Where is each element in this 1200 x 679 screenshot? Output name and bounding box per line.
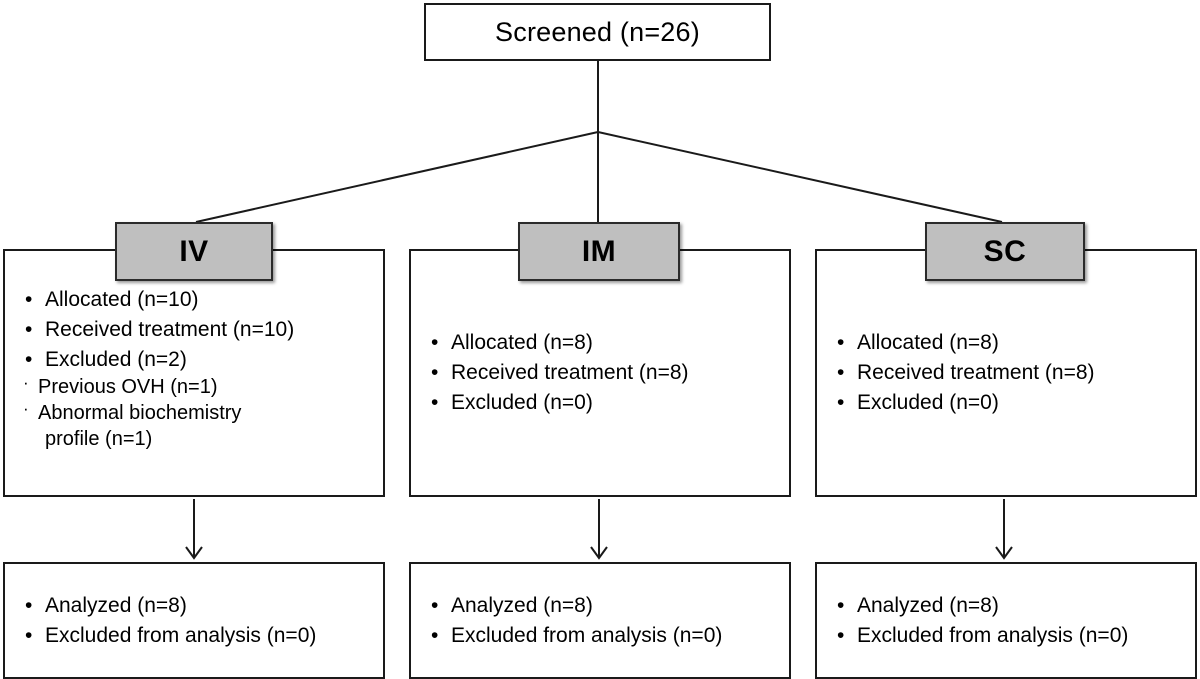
list-item: • Received treatment (n=10) bbox=[23, 315, 373, 345]
allocation-box-sc: • Allocated (n=8) • Received treatment (… bbox=[815, 249, 1197, 497]
list-item-text: Analyzed (n=8) bbox=[857, 593, 999, 617]
list-item-text: Excluded (n=0) bbox=[857, 390, 999, 414]
list-item-text: Received treatment (n=10) bbox=[45, 317, 295, 341]
list-item-text: Received treatment (n=8) bbox=[857, 361, 1095, 385]
list-item: • Analyzed (n=8) bbox=[429, 591, 779, 621]
bullet-icon: • bbox=[837, 361, 845, 385]
list-item: • Excluded from analysis (n=0) bbox=[835, 621, 1185, 651]
bullet-icon: • bbox=[25, 317, 33, 341]
allocation-list-im: • Allocated (n=8) • Received treatment (… bbox=[411, 328, 789, 417]
group-header-label-sc: SC bbox=[983, 234, 1027, 268]
group-header-sc: SC bbox=[925, 222, 1085, 281]
list-item-text: Analyzed (n=8) bbox=[45, 593, 187, 617]
list-item: • Allocated (n=10) bbox=[23, 285, 373, 315]
list-item: • Excluded from analysis (n=0) bbox=[23, 621, 373, 651]
bullet-icon: • bbox=[837, 623, 845, 647]
bullet-icon: • bbox=[431, 593, 439, 617]
list-item-text: Allocated (n=8) bbox=[451, 331, 593, 355]
allocation-list-sc: • Allocated (n=8) • Received treatment (… bbox=[817, 328, 1195, 417]
connector-branch-sc bbox=[597, 131, 1003, 223]
list-item: • Received treatment (n=8) bbox=[429, 358, 779, 388]
analysis-box-iv: • Analyzed (n=8) • Excluded from analysi… bbox=[3, 562, 385, 679]
list-item: • Excluded (n=2) bbox=[23, 345, 373, 375]
list-item-text: Allocated (n=8) bbox=[857, 331, 999, 355]
bullet-icon: • bbox=[25, 593, 33, 617]
allocation-box-iv: • Allocated (n=10) • Received treatment … bbox=[3, 249, 385, 497]
sub-list-item-text: Abnormal biochemistry bbox=[38, 402, 242, 425]
sub-bullet-icon: · bbox=[23, 399, 29, 419]
list-item-text: Analyzed (n=8) bbox=[451, 593, 593, 617]
analysis-box-im: • Analyzed (n=8) • Excluded from analysi… bbox=[409, 562, 791, 679]
screened-box: Screened (n=26) bbox=[424, 3, 771, 61]
list-item-text: Excluded (n=2) bbox=[45, 347, 187, 371]
group-header-im: IM bbox=[518, 222, 680, 281]
screened-label: Screened (n=26) bbox=[495, 16, 700, 47]
list-item-text: Excluded from analysis (n=0) bbox=[451, 623, 723, 647]
list-item-text: Allocated (n=10) bbox=[45, 288, 199, 311]
bullet-icon: • bbox=[25, 623, 33, 647]
group-header-iv: IV bbox=[115, 222, 273, 281]
list-item: • Analyzed (n=8) bbox=[23, 591, 373, 621]
bullet-icon: • bbox=[431, 623, 439, 647]
list-item: • Allocated (n=8) bbox=[835, 328, 1185, 358]
group-header-label-iv: IV bbox=[179, 234, 209, 268]
sub-bullet-icon: · bbox=[23, 373, 29, 393]
list-item-text: Received treatment (n=8) bbox=[451, 361, 689, 385]
sub-list-item-text-wrap: profile (n=1) bbox=[45, 428, 153, 451]
list-item: • Excluded from analysis (n=0) bbox=[429, 621, 779, 651]
bullet-icon: • bbox=[431, 361, 439, 385]
connector-branch-iv bbox=[195, 131, 599, 223]
bullet-icon: • bbox=[837, 331, 845, 355]
list-item: • Excluded (n=0) bbox=[835, 388, 1185, 418]
analysis-list-sc: • Analyzed (n=8) • Excluded from analysi… bbox=[817, 591, 1195, 651]
bullet-icon: • bbox=[431, 331, 439, 355]
bullet-icon: • bbox=[431, 390, 439, 414]
list-item-text: Excluded from analysis (n=0) bbox=[45, 623, 317, 647]
list-item: • Received treatment (n=8) bbox=[835, 358, 1185, 388]
exclusion-sublist-iv: · Previous OVH (n=1) · Abnormal biochemi… bbox=[5, 373, 383, 452]
sub-list-item: · Previous OVH (n=1) bbox=[23, 373, 383, 400]
list-item-text: Excluded from analysis (n=0) bbox=[857, 623, 1129, 647]
bullet-icon: • bbox=[837, 593, 845, 617]
bullet-icon: • bbox=[837, 390, 845, 414]
allocation-box-im: • Allocated (n=8) • Received treatment (… bbox=[409, 249, 791, 497]
list-item-text: Excluded (n=0) bbox=[451, 390, 593, 414]
analysis-list-im: • Analyzed (n=8) • Excluded from analysi… bbox=[411, 591, 789, 651]
group-header-label-im: IM bbox=[581, 234, 617, 268]
analysis-box-sc: • Analyzed (n=8) • Excluded from analysi… bbox=[815, 562, 1197, 679]
bullet-icon: • bbox=[25, 288, 33, 311]
allocation-list-iv: • Allocated (n=10) • Received treatment … bbox=[5, 285, 383, 374]
list-item: • Excluded (n=0) bbox=[429, 388, 779, 418]
arrow-sc bbox=[995, 499, 1013, 560]
sub-list-item-text: Previous OVH (n=1) bbox=[38, 376, 218, 399]
bullet-icon: • bbox=[25, 347, 33, 371]
arrow-im bbox=[590, 499, 608, 560]
analysis-list-iv: • Analyzed (n=8) • Excluded from analysi… bbox=[5, 591, 383, 651]
list-item: • Analyzed (n=8) bbox=[835, 591, 1185, 621]
list-item: • Allocated (n=8) bbox=[429, 328, 779, 358]
arrow-iv bbox=[185, 499, 203, 560]
sub-list-item: · Abnormal biochemistry profile (n=1) bbox=[23, 399, 383, 452]
